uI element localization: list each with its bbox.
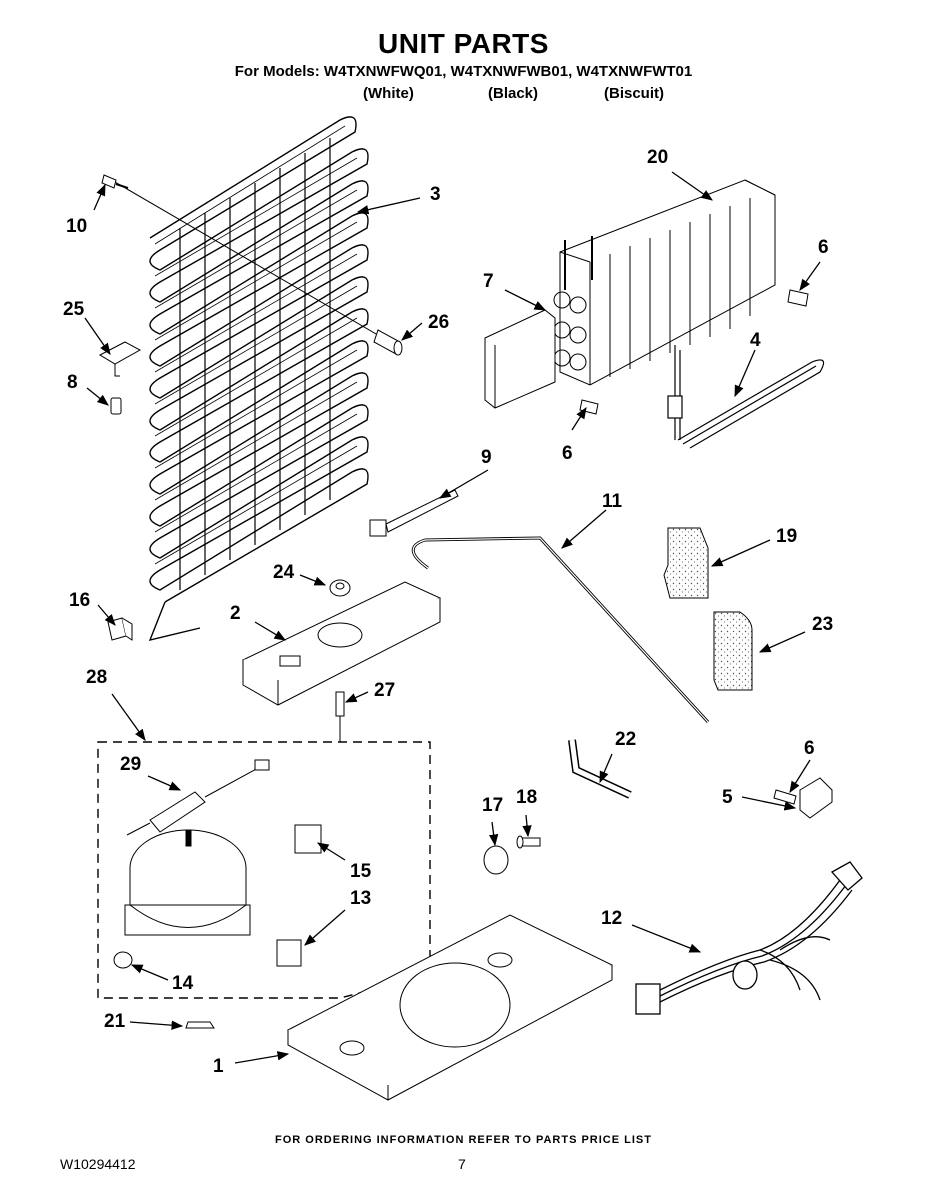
tube-27-part <box>335 691 345 717</box>
screw-10-part <box>101 174 129 189</box>
callout-4: 4 <box>750 330 761 351</box>
callout-14: 14 <box>172 973 194 994</box>
evaporator-coil <box>553 179 776 386</box>
drain-pan-2 <box>241 581 442 706</box>
callout-6a: 6 <box>818 237 829 258</box>
bracket-25-part <box>98 341 142 377</box>
screw-6a-part <box>787 289 809 307</box>
callout-2: 2 <box>230 603 241 624</box>
callout-24: 24 <box>273 562 295 583</box>
tube-22-part <box>569 739 632 798</box>
bracket-7-part <box>484 309 556 409</box>
callout-10: 10 <box>66 216 87 237</box>
callout-15: 15 <box>350 861 372 882</box>
condenser-coil <box>148 116 369 641</box>
callout-28: 28 <box>86 667 107 688</box>
page-title: UNIT PARTS <box>378 28 549 59</box>
screw-8-part <box>110 397 122 415</box>
callout-9: 9 <box>481 447 492 468</box>
callout-5: 5 <box>722 787 733 808</box>
callout-23: 23 <box>812 614 833 635</box>
overload-13-part <box>276 939 302 967</box>
clip-21-part <box>185 1021 215 1029</box>
variant-white: (White) <box>363 85 414 102</box>
mounting-line <box>114 181 396 346</box>
drain-tube-11 <box>411 536 710 724</box>
callout-1: 1 <box>213 1056 224 1077</box>
callout-11: 11 <box>602 491 623 512</box>
bracket-5-part <box>773 777 833 819</box>
callout-25: 25 <box>63 299 85 320</box>
callout-19: 19 <box>776 526 797 547</box>
relay-15-part <box>294 824 322 854</box>
callout-29: 29 <box>120 754 141 775</box>
callout-labels: 1 2 3 4 5 6 6 6 7 8 9 10 11 12 13 14 15 … <box>63 147 833 1077</box>
models-line: For Models: W4TXNWFWQ01, W4TXNWFWB01, W4… <box>234 63 693 80</box>
variant-black: (Black) <box>488 85 539 102</box>
callout-27: 27 <box>374 680 395 701</box>
callout-12: 12 <box>601 908 622 929</box>
insulation-23-part <box>713 611 753 691</box>
compressor-assembly-box <box>97 741 431 999</box>
wire-harness-12 <box>635 861 863 1015</box>
callout-21: 21 <box>104 1011 126 1032</box>
variant-biscuit: (Biscuit) <box>604 85 664 102</box>
callout-6b: 6 <box>562 443 573 464</box>
insulation-19-part <box>663 527 709 599</box>
pin-18-part <box>516 835 541 849</box>
grommet-14-part <box>113 951 133 969</box>
callout-17: 17 <box>482 795 503 816</box>
callout-16: 16 <box>69 590 90 611</box>
drier-29-part <box>126 759 270 836</box>
callout-7: 7 <box>483 271 494 292</box>
spacer-26-part <box>373 329 403 356</box>
wire-tie-9-part <box>369 489 459 537</box>
screw-6b-part <box>579 399 599 415</box>
callout-8: 8 <box>67 372 78 393</box>
leader-arrows <box>84 171 821 1064</box>
page-number: 7 <box>458 1156 466 1172</box>
callout-18: 18 <box>516 787 537 808</box>
grommet-17-part <box>483 845 509 875</box>
grommet-24-part <box>329 579 351 597</box>
callout-13: 13 <box>350 888 371 909</box>
callout-6c: 6 <box>804 738 815 759</box>
callout-26: 26 <box>428 312 449 333</box>
callout-3: 3 <box>430 184 441 205</box>
callout-20: 20 <box>647 147 668 168</box>
ordering-note: FOR ORDERING INFORMATION REFER TO PARTS … <box>275 1134 652 1146</box>
document-number: W10294412 <box>60 1156 136 1172</box>
compressor-part <box>124 829 251 936</box>
compressor-base-1 <box>286 914 614 1101</box>
callout-22: 22 <box>615 729 636 750</box>
defrost-heater <box>667 345 825 449</box>
